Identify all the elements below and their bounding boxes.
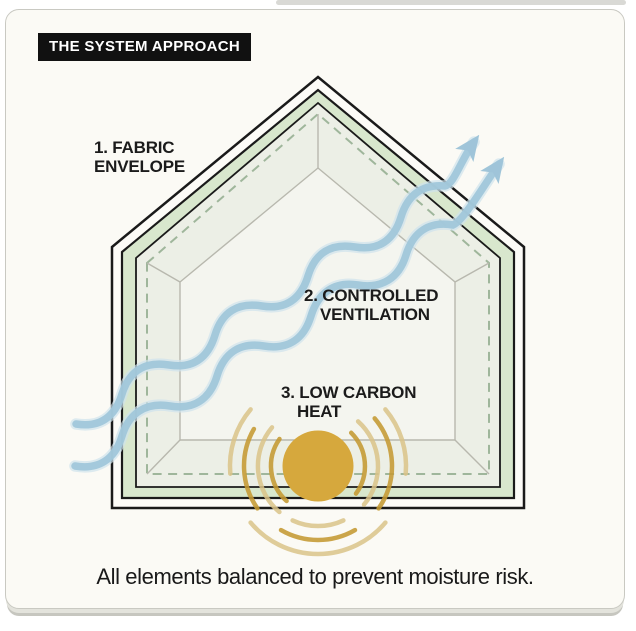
label-fabric-envelope-line2: ENVELOPE xyxy=(94,157,185,176)
heat-wave-arcs-dark xyxy=(241,415,394,542)
card: THE SYSTEM APPROACH 1. FABRIC ENVELOPE 2… xyxy=(5,9,625,609)
house-room-perspective-lines xyxy=(145,113,489,474)
label-low-carbon-heat-line1: 3. LOW CARBON xyxy=(281,383,417,402)
ventilation-arrow-lower xyxy=(70,156,504,471)
ventilation-arrows xyxy=(68,134,505,473)
heat-source-sun-icon xyxy=(282,430,353,501)
caption: All elements balanced to prevent moistur… xyxy=(96,564,534,589)
label-low-carbon-heat: 3. LOW CARBON HEAT xyxy=(281,383,416,421)
label-controlled-ventilation-line1: 2. CONTROLLED xyxy=(304,286,439,305)
title-badge-label: THE SYSTEM APPROACH xyxy=(49,38,240,55)
label-low-carbon-heat-line2: HEAT xyxy=(297,402,342,421)
house-airtight-dashed-line xyxy=(145,112,490,475)
label-controlled-ventilation: 2. CONTROLLED VENTILATION xyxy=(304,286,439,324)
title-badge: THE SYSTEM APPROACH xyxy=(38,33,251,61)
label-fabric-envelope-line1: 1. FABRIC xyxy=(94,138,175,157)
ventilation-arrow-upper xyxy=(71,134,479,429)
heat-wave-arcs-light xyxy=(227,406,408,556)
label-controlled-ventilation-line2: VENTILATION xyxy=(320,305,430,324)
torn-paper-edge xyxy=(276,0,626,5)
label-fabric-envelope: 1. FABRIC ENVELOPE xyxy=(94,138,185,176)
